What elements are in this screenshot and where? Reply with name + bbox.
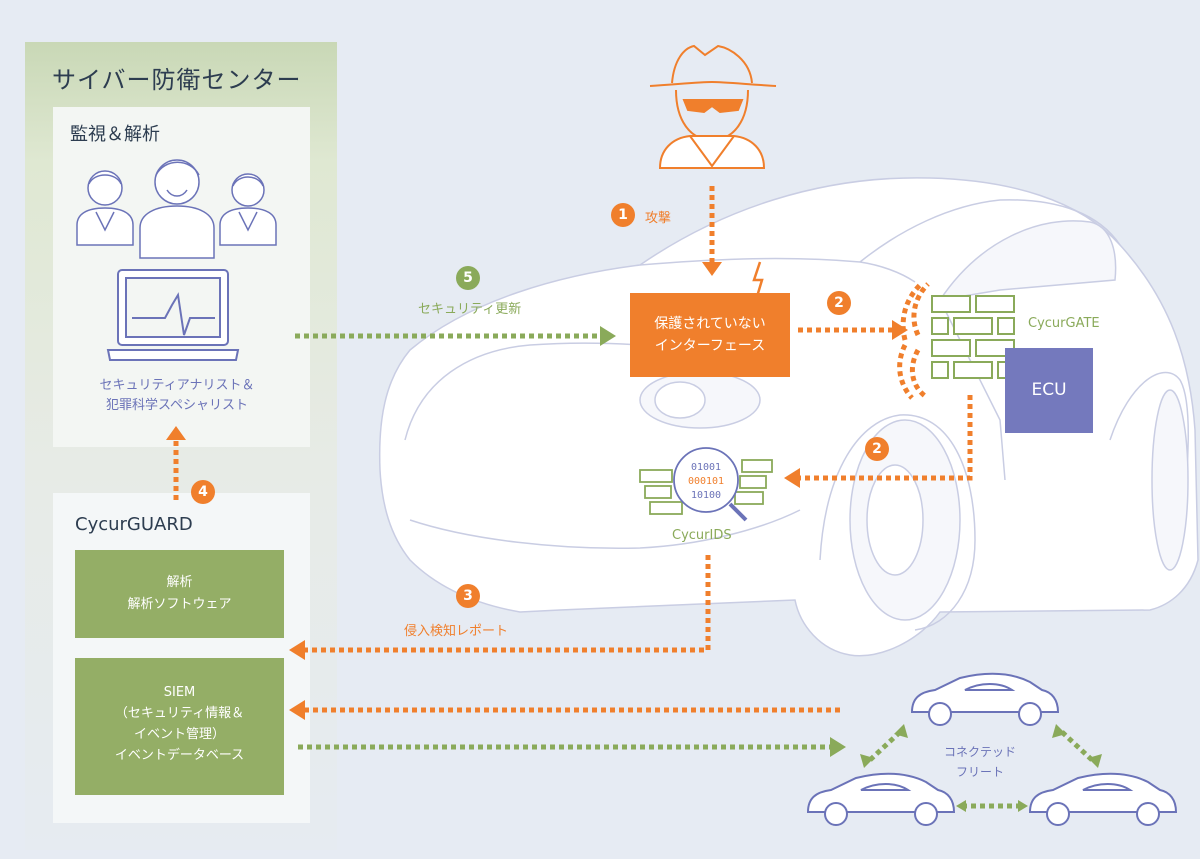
siem-box-line2: （セキュリティ情報＆ bbox=[114, 706, 245, 721]
analysis-box-line1: 解析 bbox=[166, 575, 193, 590]
step-3-label: 侵入検知レポート bbox=[404, 624, 509, 639]
fleet-link-bottom-head-a bbox=[956, 800, 966, 812]
cycurguard-title: CycurGUARD bbox=[75, 514, 193, 535]
ids-bits-line1: 01001 bbox=[691, 462, 721, 473]
step-5-badge: 5 bbox=[456, 266, 480, 290]
fleet-link-bottom-head-b bbox=[1018, 800, 1028, 812]
lightning-icon bbox=[752, 261, 764, 301]
fleet-label-line1: コネクテッド bbox=[943, 745, 1016, 759]
siem-to-fleet-arrowhead bbox=[830, 737, 846, 757]
step-1-label: 攻撃 bbox=[645, 211, 672, 226]
fleet-car-right-icon bbox=[1028, 772, 1178, 826]
attack-arrowhead bbox=[702, 262, 722, 276]
siem-box-line1: SIEM bbox=[163, 685, 196, 700]
cycurids-icon: 01001 000101 10100 bbox=[639, 447, 773, 522]
fleet-car-top-icon bbox=[910, 672, 1060, 726]
analyst-caption-line1: セキュリティアナリスト＆ bbox=[99, 378, 255, 393]
step-1-badge: 1 bbox=[611, 203, 635, 227]
interface-to-gate-arrowhead bbox=[892, 320, 908, 340]
fleet-label-line2: フリート bbox=[955, 765, 1004, 779]
fleet-link-right-arrow bbox=[1060, 730, 1094, 762]
ids-report-arrowhead bbox=[289, 640, 305, 660]
cycurgate-label: CycurGATE bbox=[1028, 316, 1100, 331]
cycurids-label: CycurIDS bbox=[672, 528, 732, 543]
analysis-box-line2: 解析ソフトウェア bbox=[127, 597, 232, 612]
analyst-caption-line2: 犯罪科学スペシャリスト bbox=[105, 398, 249, 413]
cycurgate-wall-icon bbox=[931, 295, 1015, 379]
gate-to-ids-arrow bbox=[800, 395, 973, 481]
analyst-right-icon bbox=[219, 173, 277, 246]
analysis-software-box: 解析 解析ソフトウェア bbox=[75, 550, 284, 638]
fleet-link-right-head-b bbox=[1088, 754, 1102, 768]
ids-report-arrow bbox=[305, 555, 711, 653]
step-2b-badge: 2 bbox=[865, 437, 889, 461]
gate-to-ids-arrowhead bbox=[784, 468, 800, 488]
interface-line2: インターフェース bbox=[654, 338, 766, 354]
security-update-arrowhead bbox=[600, 326, 616, 346]
interface-line1: 保護されていない bbox=[654, 316, 766, 332]
guard-to-monitor-arrowhead bbox=[166, 426, 186, 440]
gate-deflect-mid-arrow bbox=[911, 282, 930, 337]
fleet-link-left-head-a bbox=[894, 724, 908, 738]
siem-box-line3: イベント管理） bbox=[133, 727, 225, 742]
ecu-box: ECU bbox=[1005, 348, 1093, 433]
step-5-label: セキュリティ更新 bbox=[418, 302, 522, 317]
gate-deflect-bottom-arrow bbox=[897, 343, 914, 400]
ids-bits-line2: 000101 bbox=[688, 476, 724, 487]
analyst-center-icon bbox=[139, 159, 215, 259]
gate-deflect-mid2-arrow bbox=[909, 348, 927, 398]
fleet-link-right-head-a bbox=[1052, 724, 1066, 738]
fleet-link-left-arrow bbox=[868, 730, 902, 762]
analyst-left-icon bbox=[76, 170, 134, 246]
monitoring-title: 監視＆解析 bbox=[70, 124, 160, 145]
step-4-badge: 4 bbox=[191, 480, 215, 504]
fleet-to-siem-arrowhead bbox=[289, 700, 305, 720]
cyber-defense-center-title: サイバー防衛センター bbox=[52, 66, 302, 94]
step-3-badge: 3 bbox=[456, 584, 480, 608]
step-2a-badge: 2 bbox=[827, 291, 851, 315]
gate-deflect-top-arrow bbox=[900, 283, 922, 341]
unprotected-interface-box: 保護されていない インターフェース bbox=[630, 293, 790, 377]
analyst-caption: セキュリティアナリスト＆ 犯罪科学スペシャリスト bbox=[62, 376, 292, 416]
fleet-link-left-head-b bbox=[860, 754, 874, 768]
laptop-icon bbox=[106, 269, 240, 361]
ids-bits-line3: 10100 bbox=[691, 490, 721, 501]
fleet-car-left-icon bbox=[806, 772, 956, 826]
connected-fleet-label: コネクテッド フリート bbox=[930, 742, 1030, 782]
hacker-icon bbox=[649, 44, 777, 169]
siem-box: SIEM （セキュリティ情報＆ イベント管理） イベントデータベース bbox=[75, 658, 284, 795]
siem-box-line4: イベントデータベース bbox=[114, 748, 245, 763]
